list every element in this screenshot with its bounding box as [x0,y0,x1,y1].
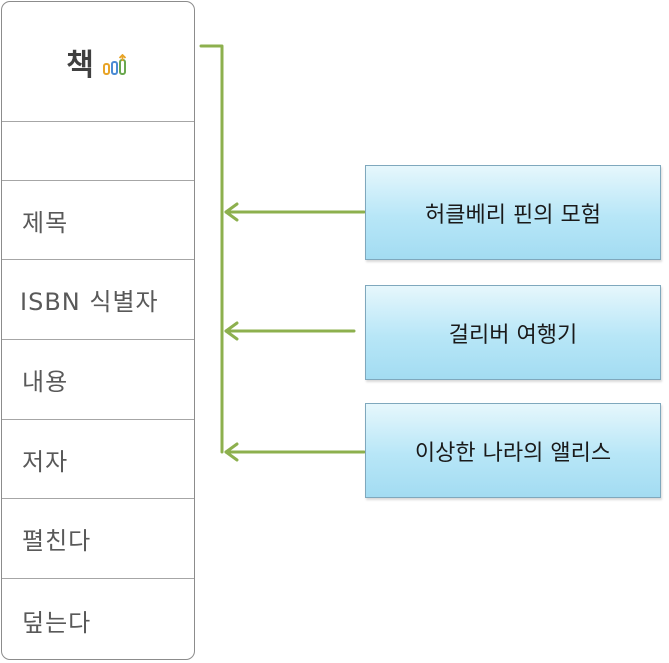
entity-row-close: 덮는다 [2,578,194,659]
entity-row-label: 제목 [22,208,69,237]
entity-row-title: 제목 [2,180,194,259]
connector-arrowhead-3 [224,442,239,462]
entity-row-label: 펼친다 [22,527,92,555]
entity-row-empty [2,121,194,180]
chart-icon [102,53,126,75]
value-box-label: 허클베리 핀의 모험 [425,202,601,228]
entity-row-content: 내용 [2,339,194,419]
entity-row-author: 저자 [2,419,194,498]
entity-row-label: 저자 [22,447,69,476]
connector-arrowhead-1 [224,202,239,222]
value-box-label: 걸리버 여행기 [448,322,578,348]
entity-row-label: 덮는다 [22,608,92,637]
brace-top [199,44,224,454]
entity-card-book: 책 제목 ISBN 식별자 내용 저자 펼친다 덮는다 [1,1,195,660]
entity-row-open: 펼친다 [2,498,194,578]
value-box-3: 이상한 나라의 앨리스 [365,403,661,498]
value-box-label: 이상한 나라의 앨리스 [414,440,612,466]
entity-title: 책 [66,47,94,83]
value-box-1: 허클베리 핀의 모험 [365,165,661,260]
entity-row-label: ISBN 식별자 [20,288,159,316]
entity-card-header: 책 [2,2,194,121]
connector-arrowhead-2 [224,321,239,341]
value-box-2: 걸리버 여행기 [365,285,661,380]
entity-row-label: 내용 [22,368,69,396]
entity-row-isbn: ISBN 식별자 [2,259,194,339]
